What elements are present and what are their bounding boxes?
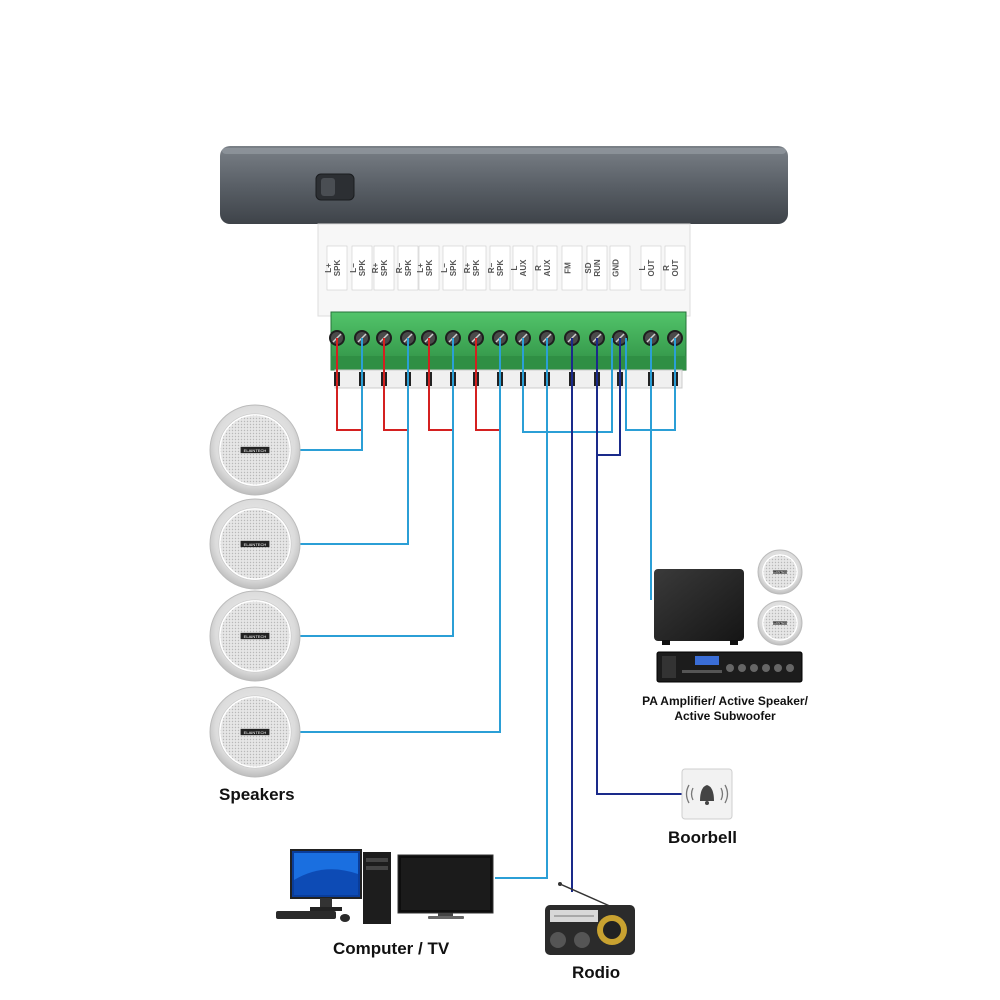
- terminal-label-text: SPK: [425, 260, 434, 277]
- wire-gnd-doorbell: [597, 338, 621, 456]
- terminal-label-text: FM: [564, 262, 573, 274]
- pa-amplifier-group: ELAINTECH ELAINTECH: [654, 549, 803, 683]
- terminal-label-text: SPK: [358, 260, 367, 277]
- terminal-label-text: SPK: [333, 260, 342, 277]
- desktop-computer-icon: [276, 849, 391, 924]
- terminal-label-text: R−: [395, 262, 404, 273]
- terminal-label-text: GND: [612, 259, 621, 277]
- computer-tv-group: [276, 849, 494, 924]
- wire-aux-r: [495, 338, 548, 879]
- ceiling-speaker-icon: ELAINTECH: [757, 549, 803, 595]
- speakers-caption: Speakers: [219, 785, 295, 804]
- radio-icon: [545, 882, 635, 955]
- terminal-label-text: SPK: [496, 260, 505, 277]
- ceiling-speaker-icon: ELAINTECH: [209, 404, 301, 496]
- terminal-block-base: [334, 369, 683, 389]
- ceiling-speaker-icon: ELAINTECH: [757, 600, 803, 646]
- terminal-label-text: RUN: [593, 259, 602, 277]
- terminal-label-text: SPK: [472, 260, 481, 277]
- speaker-brand-label: ELAINTECH: [772, 621, 789, 625]
- pa-caption-line2: Active Subwoofer: [674, 709, 776, 723]
- wire-run-sd: [596, 338, 682, 795]
- amplifier-panel: [220, 146, 788, 317]
- speaker-brand-label: ELAINTECH: [244, 542, 267, 547]
- wire-spk4-pos: [475, 338, 500, 431]
- panel-highlight: [222, 148, 786, 154]
- terminal-label-text: SPK: [404, 260, 413, 277]
- small-speaker-icon: ELAINTECH: [757, 549, 803, 595]
- pa-caption-line1: PA Amplifier/ Active Speaker/: [642, 694, 808, 708]
- terminal-label-text: AUX: [543, 259, 552, 277]
- speaker-brand-label: ELAINTECH: [244, 730, 267, 735]
- doorbell-icon: [681, 768, 733, 820]
- wire-spk2-neg: [300, 338, 409, 545]
- computer-tv-caption: Computer / TV: [333, 939, 450, 958]
- doorbell-caption: Boorbell: [668, 828, 737, 847]
- wire-spk1-neg: [300, 338, 363, 451]
- terminal-label-text: R: [662, 265, 671, 271]
- terminal-label-text: AUX: [519, 259, 528, 277]
- wire-spk3-neg: [300, 338, 454, 637]
- tv-monitor-icon: [397, 854, 494, 919]
- terminal-block: [329, 311, 687, 389]
- speaker-brand-label: ELAINTECH: [244, 634, 267, 639]
- wires: [300, 338, 682, 892]
- speaker-group: ELAINTECH ELAINTECH ELAINTECH ELAINTECH: [209, 404, 301, 778]
- power-switch-knob: [321, 178, 335, 196]
- wire-spk1-pos: [336, 338, 362, 431]
- terminal-label-text: SPK: [449, 260, 458, 277]
- terminal-label: FM: [561, 245, 583, 291]
- pa-amplifier-caption: PA Amplifier/ Active Speaker/ Active Sub…: [600, 694, 850, 724]
- ceiling-speaker-icon: ELAINTECH: [209, 686, 301, 778]
- terminal-label: GND: [609, 245, 631, 291]
- terminal-label-text: R+: [463, 262, 472, 273]
- speaker-brand-label: ELAINTECH: [244, 448, 267, 453]
- terminal-labels: SPKL+SPKL−SPKR+SPKR−SPKL+SPKL−SPKR+SPKR−…: [324, 245, 686, 291]
- wire-spk4-neg: [300, 338, 501, 733]
- pa-amplifier-icon: [656, 651, 803, 683]
- terminal-label-text: OUT: [671, 259, 680, 276]
- speaker-brand-label: ELAINTECH: [772, 570, 789, 574]
- terminal-label-text: L−: [349, 263, 358, 273]
- terminal-label-text: L: [510, 265, 519, 270]
- terminal-label-text: SPK: [380, 260, 389, 277]
- terminal-label-text: L+: [416, 263, 425, 273]
- wire-spk2-pos: [383, 338, 408, 431]
- ceiling-speaker-icon: ELAINTECH: [209, 498, 301, 590]
- panel-face: [220, 146, 788, 224]
- terminal-label-text: R+: [371, 262, 380, 273]
- wire-spk3-pos: [428, 338, 453, 431]
- terminal-label-text: OUT: [647, 259, 656, 276]
- terminal-label-text: L: [638, 265, 647, 270]
- small-speaker-icon: ELAINTECH: [757, 600, 803, 646]
- terminal-label-text: SD: [584, 262, 593, 273]
- ceiling-speaker-icon: ELAINTECH: [209, 590, 301, 682]
- terminal-label-text: L+: [324, 263, 333, 273]
- terminal-label-text: L−: [440, 263, 449, 273]
- wire-aux-l: [522, 338, 613, 433]
- terminal-label-text: R: [534, 265, 543, 271]
- terminal-label-text: R−: [487, 262, 496, 273]
- subwoofer-icon: [654, 569, 744, 645]
- radio-caption: Rodio: [572, 963, 621, 982]
